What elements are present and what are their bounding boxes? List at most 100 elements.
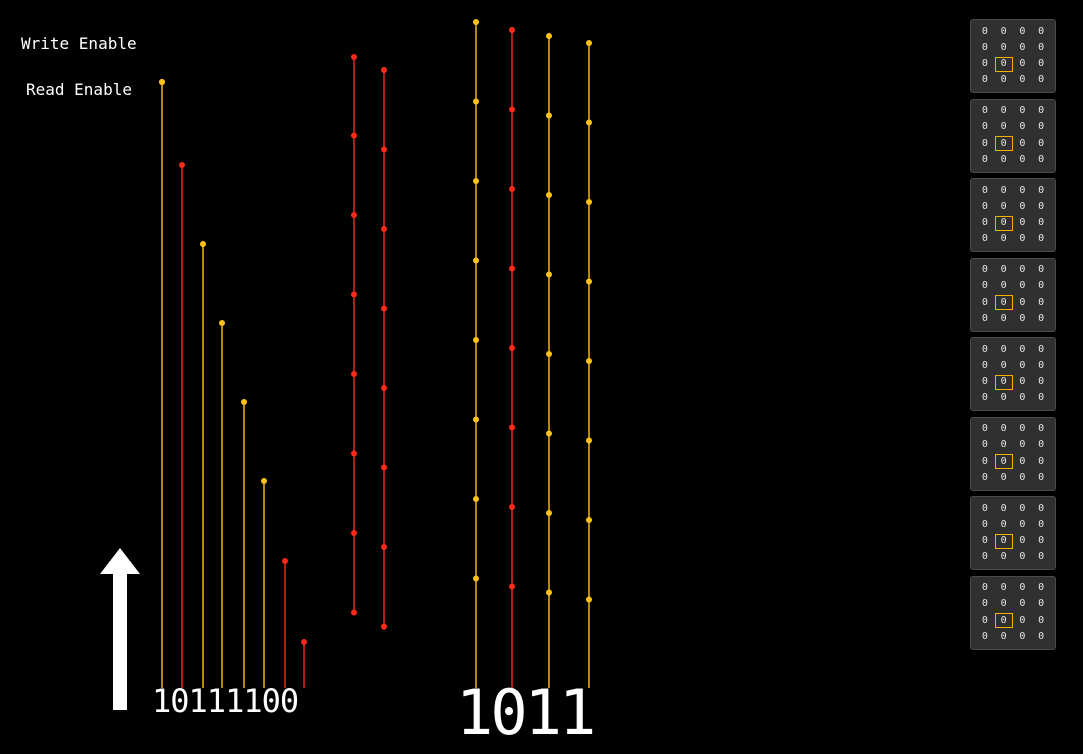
junction-dot [473, 575, 479, 582]
memory-cell: 0 [1038, 439, 1045, 451]
junction-dot [241, 399, 247, 405]
memory-cell: 0 [1038, 312, 1045, 324]
junction-dot [200, 241, 206, 247]
memory-cell: 0 [981, 25, 988, 37]
junction-dot [351, 450, 357, 457]
selected-memory-cell: 0 [994, 215, 1013, 231]
memory-cell: 0 [1038, 296, 1045, 308]
memory-cell: 0 [981, 392, 988, 404]
memory-cell: 0 [1019, 74, 1026, 86]
memory-cell: 0 [1038, 58, 1045, 70]
memory-cell: 0 [1019, 41, 1026, 53]
junction-dot [381, 67, 387, 73]
memory-cell: 0 [1019, 343, 1026, 355]
memory-cell: 0 [1038, 121, 1045, 133]
memory-cell: 0 [981, 614, 988, 626]
junction-dot [261, 478, 267, 484]
selected-memory-cell: 0 [994, 613, 1013, 629]
junction-dot [473, 337, 479, 343]
junction-dot [351, 132, 357, 139]
memory-cell: 0 [1019, 217, 1026, 229]
write-enable-label: Write Enable [21, 34, 137, 53]
memory-cell: 0 [981, 74, 988, 86]
memory-cell: 0 [1019, 312, 1026, 324]
memory-cell: 0 [1019, 392, 1026, 404]
junction-dot [381, 623, 387, 630]
junction-dot [179, 162, 185, 168]
memory-cell: 0 [981, 630, 988, 642]
memory-cell: 0 [1019, 471, 1026, 483]
memory-cell: 0 [981, 582, 988, 594]
junction-dot [546, 33, 552, 39]
memory-cell: 0 [1038, 471, 1045, 483]
memory-cell: 0 [1000, 598, 1007, 610]
memory-cell: 0 [1019, 502, 1026, 514]
memory-cell: 0 [981, 264, 988, 276]
memory-cell: 0 [1038, 535, 1045, 547]
memory-cell: 0 [1038, 233, 1045, 245]
memory-cell: 0 [1000, 439, 1007, 451]
memory-cell: 0 [1019, 200, 1026, 212]
junction-dot [509, 106, 515, 113]
memory-cell: 0 [1038, 518, 1045, 530]
memory-cell: 0 [1019, 582, 1026, 594]
memory-cell: 0 [1000, 41, 1007, 53]
memory-cell: 0 [1038, 217, 1045, 229]
memory-cell: 0 [1019, 614, 1026, 626]
junction-dot [381, 544, 387, 550]
junction-dot [509, 345, 515, 351]
memory-cell: 0 [1000, 551, 1007, 563]
memory-cell: 0 [1000, 582, 1007, 594]
junction-dot [509, 583, 515, 590]
junction-dot [473, 19, 479, 25]
junction-dot [381, 146, 387, 153]
memory-cell: 0 [1019, 455, 1026, 467]
junction-dot [509, 27, 515, 33]
junction-dot [586, 596, 592, 603]
selected-memory-cell: 0 [994, 533, 1013, 549]
memory-cell: 0 [1000, 343, 1007, 355]
memory-cell: 0 [1000, 280, 1007, 292]
memory-cell: 0 [1019, 105, 1026, 117]
memory-cell: 0 [981, 233, 988, 245]
junction-dot [546, 112, 552, 119]
junction-dot [586, 358, 592, 364]
selected-memory-cell: 0 [994, 295, 1013, 311]
memory-cell: 0 [1019, 233, 1026, 245]
junction-dot [546, 430, 552, 437]
memory-cell: 0 [1019, 280, 1026, 292]
memory-cell: 0 [981, 598, 988, 610]
junction-dot [473, 257, 479, 264]
memory-cell: 0 [1000, 502, 1007, 514]
memory-cell: 0 [1038, 551, 1045, 563]
memory-cell: 0 [1019, 423, 1026, 435]
junction-dot [473, 416, 479, 423]
memory-cell: 0 [1000, 74, 1007, 86]
memory-cell: 0 [1019, 376, 1026, 388]
junction-dot [586, 119, 592, 126]
junction-dot [586, 199, 592, 205]
memory-cell: 0 [1038, 25, 1045, 37]
memory-cell: 0 [981, 58, 988, 70]
memory-cell: 0 [1038, 392, 1045, 404]
memory-cell: 0 [1019, 439, 1026, 451]
memory-cell: 0 [1000, 200, 1007, 212]
junction-dot [586, 517, 592, 523]
junction-dot [509, 424, 515, 431]
memory-cell: 0 [1000, 25, 1007, 37]
memory-cell: 0 [981, 376, 988, 388]
memory-cell: 0 [981, 551, 988, 563]
junction-dot [509, 186, 515, 192]
junction-dot [586, 278, 592, 285]
selected-memory-cell: 0 [994, 454, 1013, 470]
junction-dot [381, 464, 387, 471]
junction-dot [351, 530, 357, 536]
memory-cell: 0 [1019, 184, 1026, 196]
memory-cell: 0 [981, 200, 988, 212]
memory-cell: 0 [981, 41, 988, 53]
memory-cell: 0 [1038, 343, 1045, 355]
